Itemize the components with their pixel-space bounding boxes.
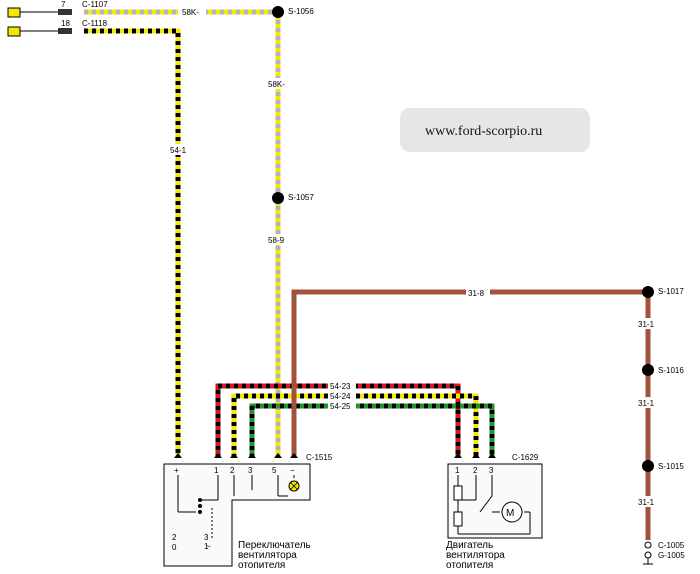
splice-s1056: S-1056 (272, 6, 314, 18)
splice-label: S-1057 (288, 193, 314, 202)
terminal-icon (7, 7, 21, 18)
switch-position: 2 (172, 533, 177, 542)
connector-body (58, 28, 72, 34)
wire-label: 58K- (268, 80, 285, 89)
connector-pin-label: 7 (61, 0, 66, 9)
splice-s1057: S-1057 (272, 192, 314, 204)
splice-label: S-1015 (658, 462, 684, 471)
pin-label: − (290, 466, 295, 475)
wire-label: 31-8 (468, 289, 485, 298)
wire-54-1 (84, 28, 181, 458)
ground-connector-icon (644, 541, 652, 549)
switch-position: 3 (204, 533, 209, 542)
component-label: Переключатель (238, 540, 311, 551)
wire-label: 54-23 (330, 382, 351, 391)
connector-label: C-1515 (306, 453, 333, 462)
pin-label: 3 (248, 466, 253, 475)
switch-tilde: ~ (206, 542, 211, 551)
switch-position: 0 (172, 543, 177, 552)
connector-label: C-1107 (82, 0, 108, 9)
splice-label: S-1016 (658, 366, 684, 375)
pin-label: 2 (473, 466, 478, 475)
connector-c1629-pins (454, 453, 496, 458)
connector-c1515-pins (174, 453, 298, 458)
splice-label: S-1017 (658, 287, 684, 296)
pin-label: + (174, 466, 179, 475)
wire-label: 31-1 (638, 320, 655, 329)
watermark-shadow (400, 108, 590, 152)
contact-dot (198, 510, 202, 514)
component-label: вентилятора (238, 550, 297, 561)
pin-label: 3 (489, 466, 494, 475)
resistor-icon (453, 511, 463, 527)
blower-motor: 1 2 3 M (447, 463, 543, 539)
motor-icon (501, 501, 523, 523)
contact-dot (198, 504, 202, 508)
wire-label: 31-1 (638, 498, 655, 507)
pin-label: 1 (214, 466, 219, 475)
terminal-icon (7, 26, 21, 37)
splice-label: S-1056 (288, 7, 314, 16)
pin-label: 2 (230, 466, 235, 475)
pin-label: 1 (455, 466, 460, 475)
splice-s1017: S-1017 (642, 286, 684, 298)
component-label: Двигатель (446, 540, 493, 551)
connector-label: G-1005 (658, 551, 685, 560)
wire-label: 58K- (182, 8, 199, 17)
wire-label: 54-25 (330, 402, 351, 411)
wire-label: 54-24 (330, 392, 351, 401)
component-label: отопителя (446, 560, 493, 571)
wire-54-25 (249, 403, 495, 458)
splice-dot (272, 192, 284, 204)
connector-body (58, 9, 72, 15)
connector-label: C-1005 (658, 541, 685, 550)
switch-position: 1 (204, 542, 209, 551)
splice-dot (272, 6, 284, 18)
connector-c1118: 18 C-1118 (7, 19, 108, 37)
watermark-text: www.ford-scorpio.ru (425, 124, 542, 139)
connector-pin-label: 18 (61, 19, 70, 28)
splice-dot (642, 460, 654, 472)
blower-switch: + 1 2 3 5 − ~ 2 0 3 1 (163, 463, 311, 567)
splice-dot (642, 286, 654, 298)
component-label: отопителя (238, 560, 285, 571)
connector-c1107: 7 C-1107 (7, 0, 108, 18)
wire-label: 58-9 (268, 236, 285, 245)
resistor-icon (453, 485, 463, 501)
connector-label: C-1118 (82, 19, 108, 28)
connector-label: C-1629 (512, 453, 539, 462)
pin-label: 5 (272, 466, 277, 475)
wire-label: 31-1 (638, 399, 655, 408)
splice-s1015: S-1015 (642, 460, 684, 472)
motor-outline (447, 463, 543, 539)
splice-s1016: S-1016 (642, 364, 684, 376)
component-label: вентилятора (446, 550, 505, 561)
wire-label: 54-1 (170, 146, 187, 155)
contact-dot (198, 498, 202, 502)
splice-dot (642, 364, 654, 376)
wire-31-8 (291, 289, 648, 458)
motor-symbol: M (506, 508, 514, 519)
ground-point: C-1005 G-1005 (643, 541, 685, 565)
ground-terminal-icon (644, 551, 652, 559)
switch-outline (163, 463, 311, 567)
wire-58k (84, 9, 281, 198)
